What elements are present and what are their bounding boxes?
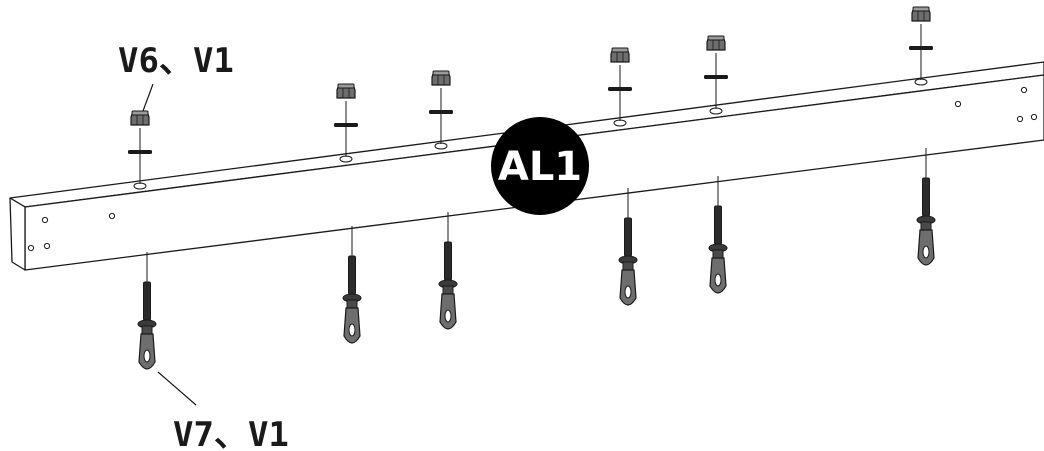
badge-label: AL1 [498,144,582,190]
top-callout-leader [142,83,154,112]
eye-bolt [137,251,157,370]
top-bolt [127,110,153,190]
eye-bolt [916,147,936,266]
beam-hole [1016,115,1024,123]
eye-bolt [438,211,458,330]
beam-hole [954,100,962,108]
beam-hole [1030,113,1038,121]
badge-circle [491,117,589,215]
eye-bolt [618,187,638,306]
eye-bolt [342,225,362,344]
top-bolt [908,6,934,86]
al1-badge: AL1 [491,117,589,215]
bottom-callout-leader [157,371,197,406]
top-bolt [428,70,454,150]
beam-hole [108,212,116,220]
beam-hole [27,244,35,252]
top-bolt [703,35,729,115]
bottom-callout-label: V7、V1 [173,415,289,451]
beam-end-face [9,197,26,271]
beam-hole [41,216,49,224]
eye-bolt [708,175,728,294]
beam-hole [43,242,51,250]
top-bolt [333,83,359,163]
beam-holes [27,86,1038,252]
top-callout-label: V6、V1 [118,41,234,81]
beam-hole [1020,86,1028,94]
top-bolt [607,47,633,127]
